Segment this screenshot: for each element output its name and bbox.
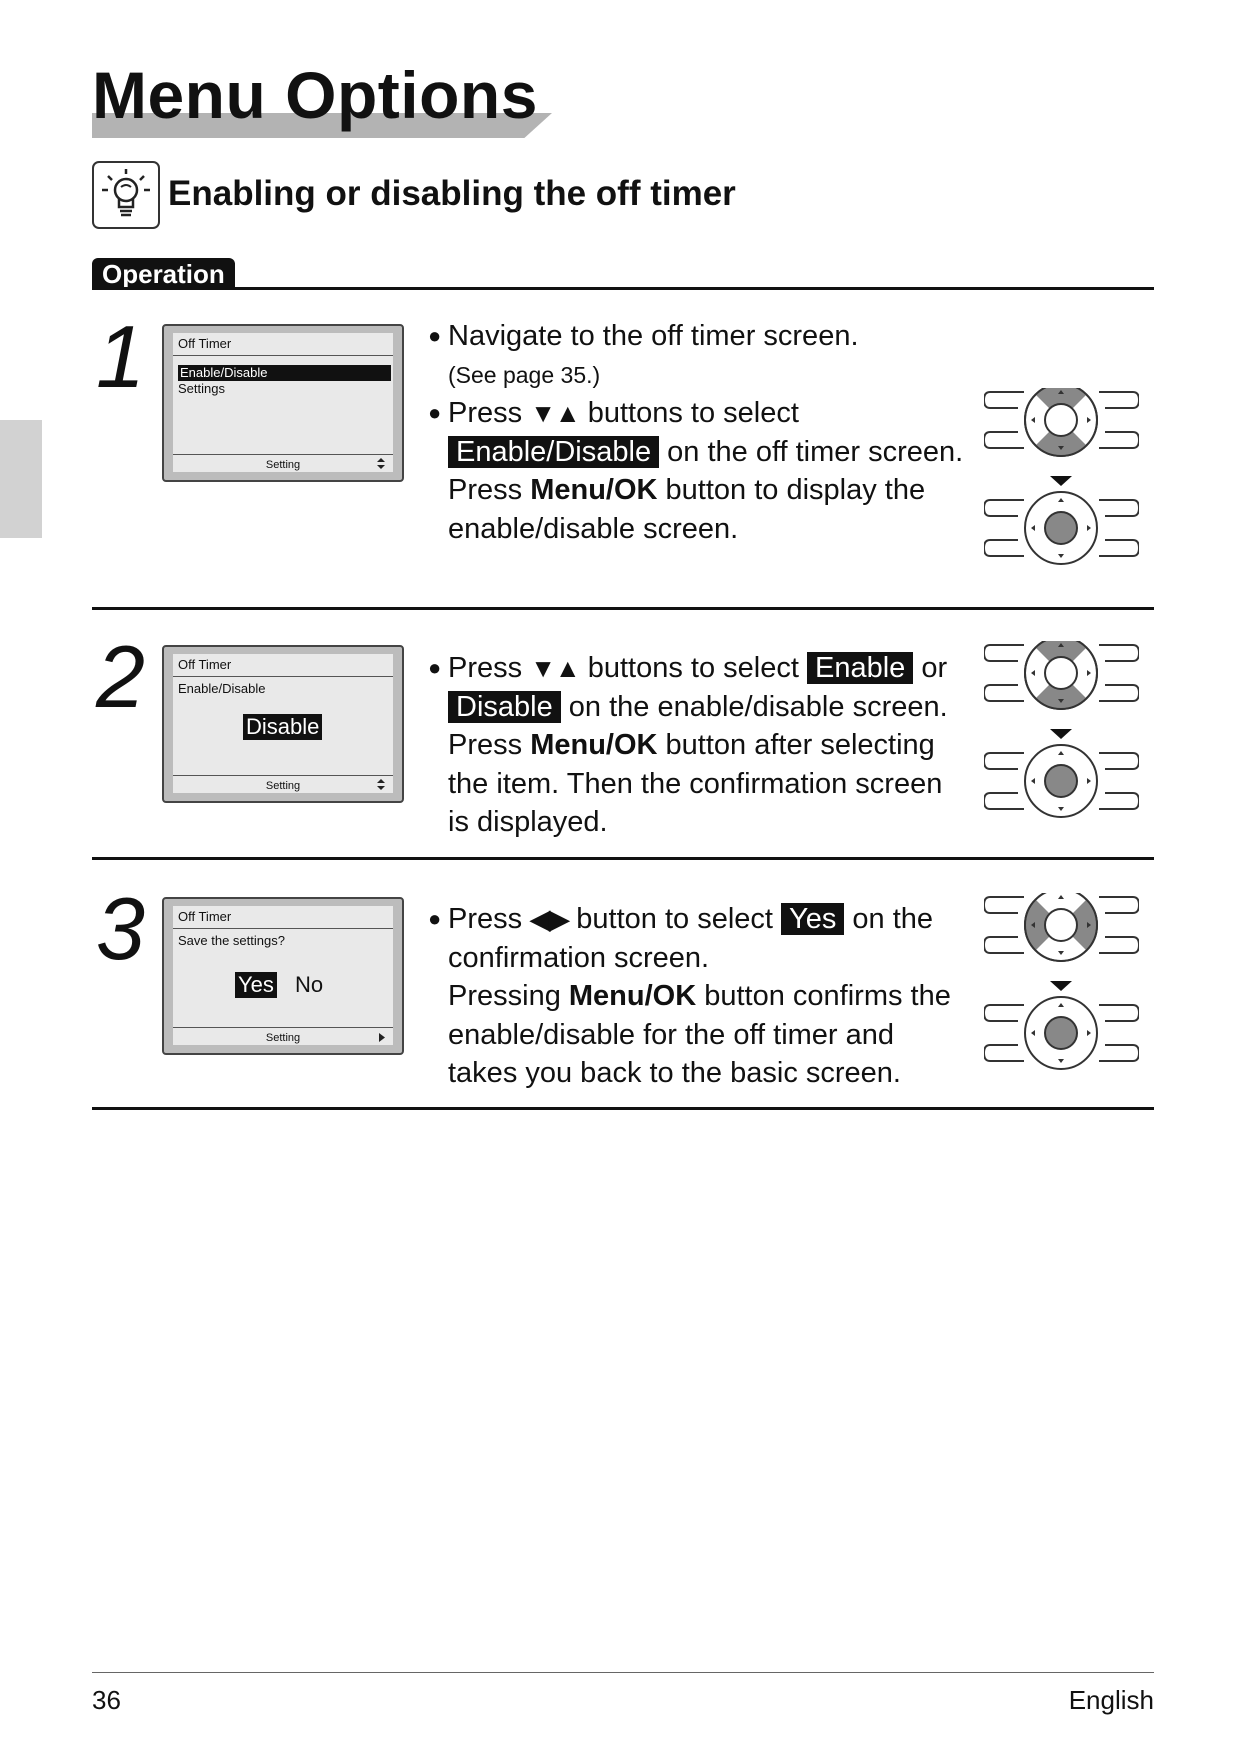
down-up-arrows-icon: ▼▲ bbox=[530, 653, 580, 683]
lcd-footer: Setting bbox=[265, 780, 301, 792]
remote-pad-icon bbox=[984, 893, 1139, 1070]
step-number: 1 bbox=[96, 307, 145, 406]
down-up-arrows-icon: ▼▲ bbox=[530, 398, 580, 428]
page-title: Menu Options bbox=[92, 58, 538, 132]
step-number: 2 bbox=[96, 627, 145, 726]
lcd-screen-step3: Off Timer Save the settings? Yes No Sett… bbox=[162, 897, 404, 1055]
lcd-subtitle: Enable/Disable bbox=[178, 681, 266, 696]
remote-pad-icon bbox=[984, 388, 1139, 565]
highlight-enable-disable: Enable/Disable bbox=[448, 435, 660, 468]
lcd-title: Off Timer bbox=[178, 657, 232, 672]
lcd-screen-step1: Off Timer Enable/Disable Settings Settin… bbox=[162, 324, 404, 482]
step-divider bbox=[92, 607, 1154, 610]
step-divider bbox=[92, 857, 1154, 860]
lcd-no-option: No bbox=[295, 972, 324, 997]
right-arrow-icon bbox=[379, 1033, 385, 1042]
lcd-yes-option: Yes bbox=[235, 972, 277, 998]
title-underline-bar bbox=[92, 113, 552, 138]
lcd-question: Save the settings? bbox=[178, 933, 285, 948]
lcd-item: Settings bbox=[178, 381, 225, 396]
lightbulb-tip-icon bbox=[92, 161, 160, 229]
lcd-screen-step2: Off Timer Enable/Disable Disable Setting bbox=[162, 645, 404, 803]
left-right-arrows-icon: ◀▶ bbox=[530, 904, 569, 934]
step3-instructions: ●Press ◀▶ button to select Yes on the co… bbox=[428, 903, 951, 1089]
page-number: 36 bbox=[92, 1685, 121, 1715]
lcd-selected-item: Enable/Disable bbox=[178, 365, 391, 381]
operation-tab-label: Operation bbox=[92, 258, 235, 290]
language-label: English bbox=[1068, 1685, 1154, 1715]
up-down-arrow-icon bbox=[377, 458, 385, 469]
step-number: 3 bbox=[96, 879, 145, 978]
step-divider bbox=[92, 1107, 1154, 1110]
lcd-title: Off Timer bbox=[178, 336, 232, 351]
section-heading: Enabling or disabling the off timer bbox=[168, 174, 736, 213]
chapter-side-tab bbox=[0, 420, 42, 538]
lcd-footer: Setting bbox=[265, 459, 301, 471]
operation-divider bbox=[92, 287, 1154, 290]
lcd-title: Off Timer bbox=[178, 909, 232, 924]
lcd-selected-value: Disable bbox=[243, 714, 323, 740]
menu-ok-label: Menu/OK bbox=[530, 729, 658, 761]
highlight-enable: Enable bbox=[806, 652, 914, 684]
footer-rule bbox=[92, 1672, 1154, 1673]
menu-ok-label: Menu/OK bbox=[530, 474, 658, 506]
step2-instructions: ●Press ▼▲ buttons to select Enable or Di… bbox=[428, 652, 948, 838]
lcd-footer: Setting bbox=[265, 1032, 301, 1044]
highlight-disable: Disable bbox=[448, 690, 561, 723]
highlight-yes: Yes bbox=[781, 903, 845, 935]
remote-pad-icon bbox=[984, 641, 1139, 818]
menu-ok-label: Menu/OK bbox=[568, 980, 697, 1012]
step1-instructions: ●Navigate to the off timer screen. (See … bbox=[428, 320, 964, 545]
up-down-arrow-icon bbox=[377, 779, 385, 790]
